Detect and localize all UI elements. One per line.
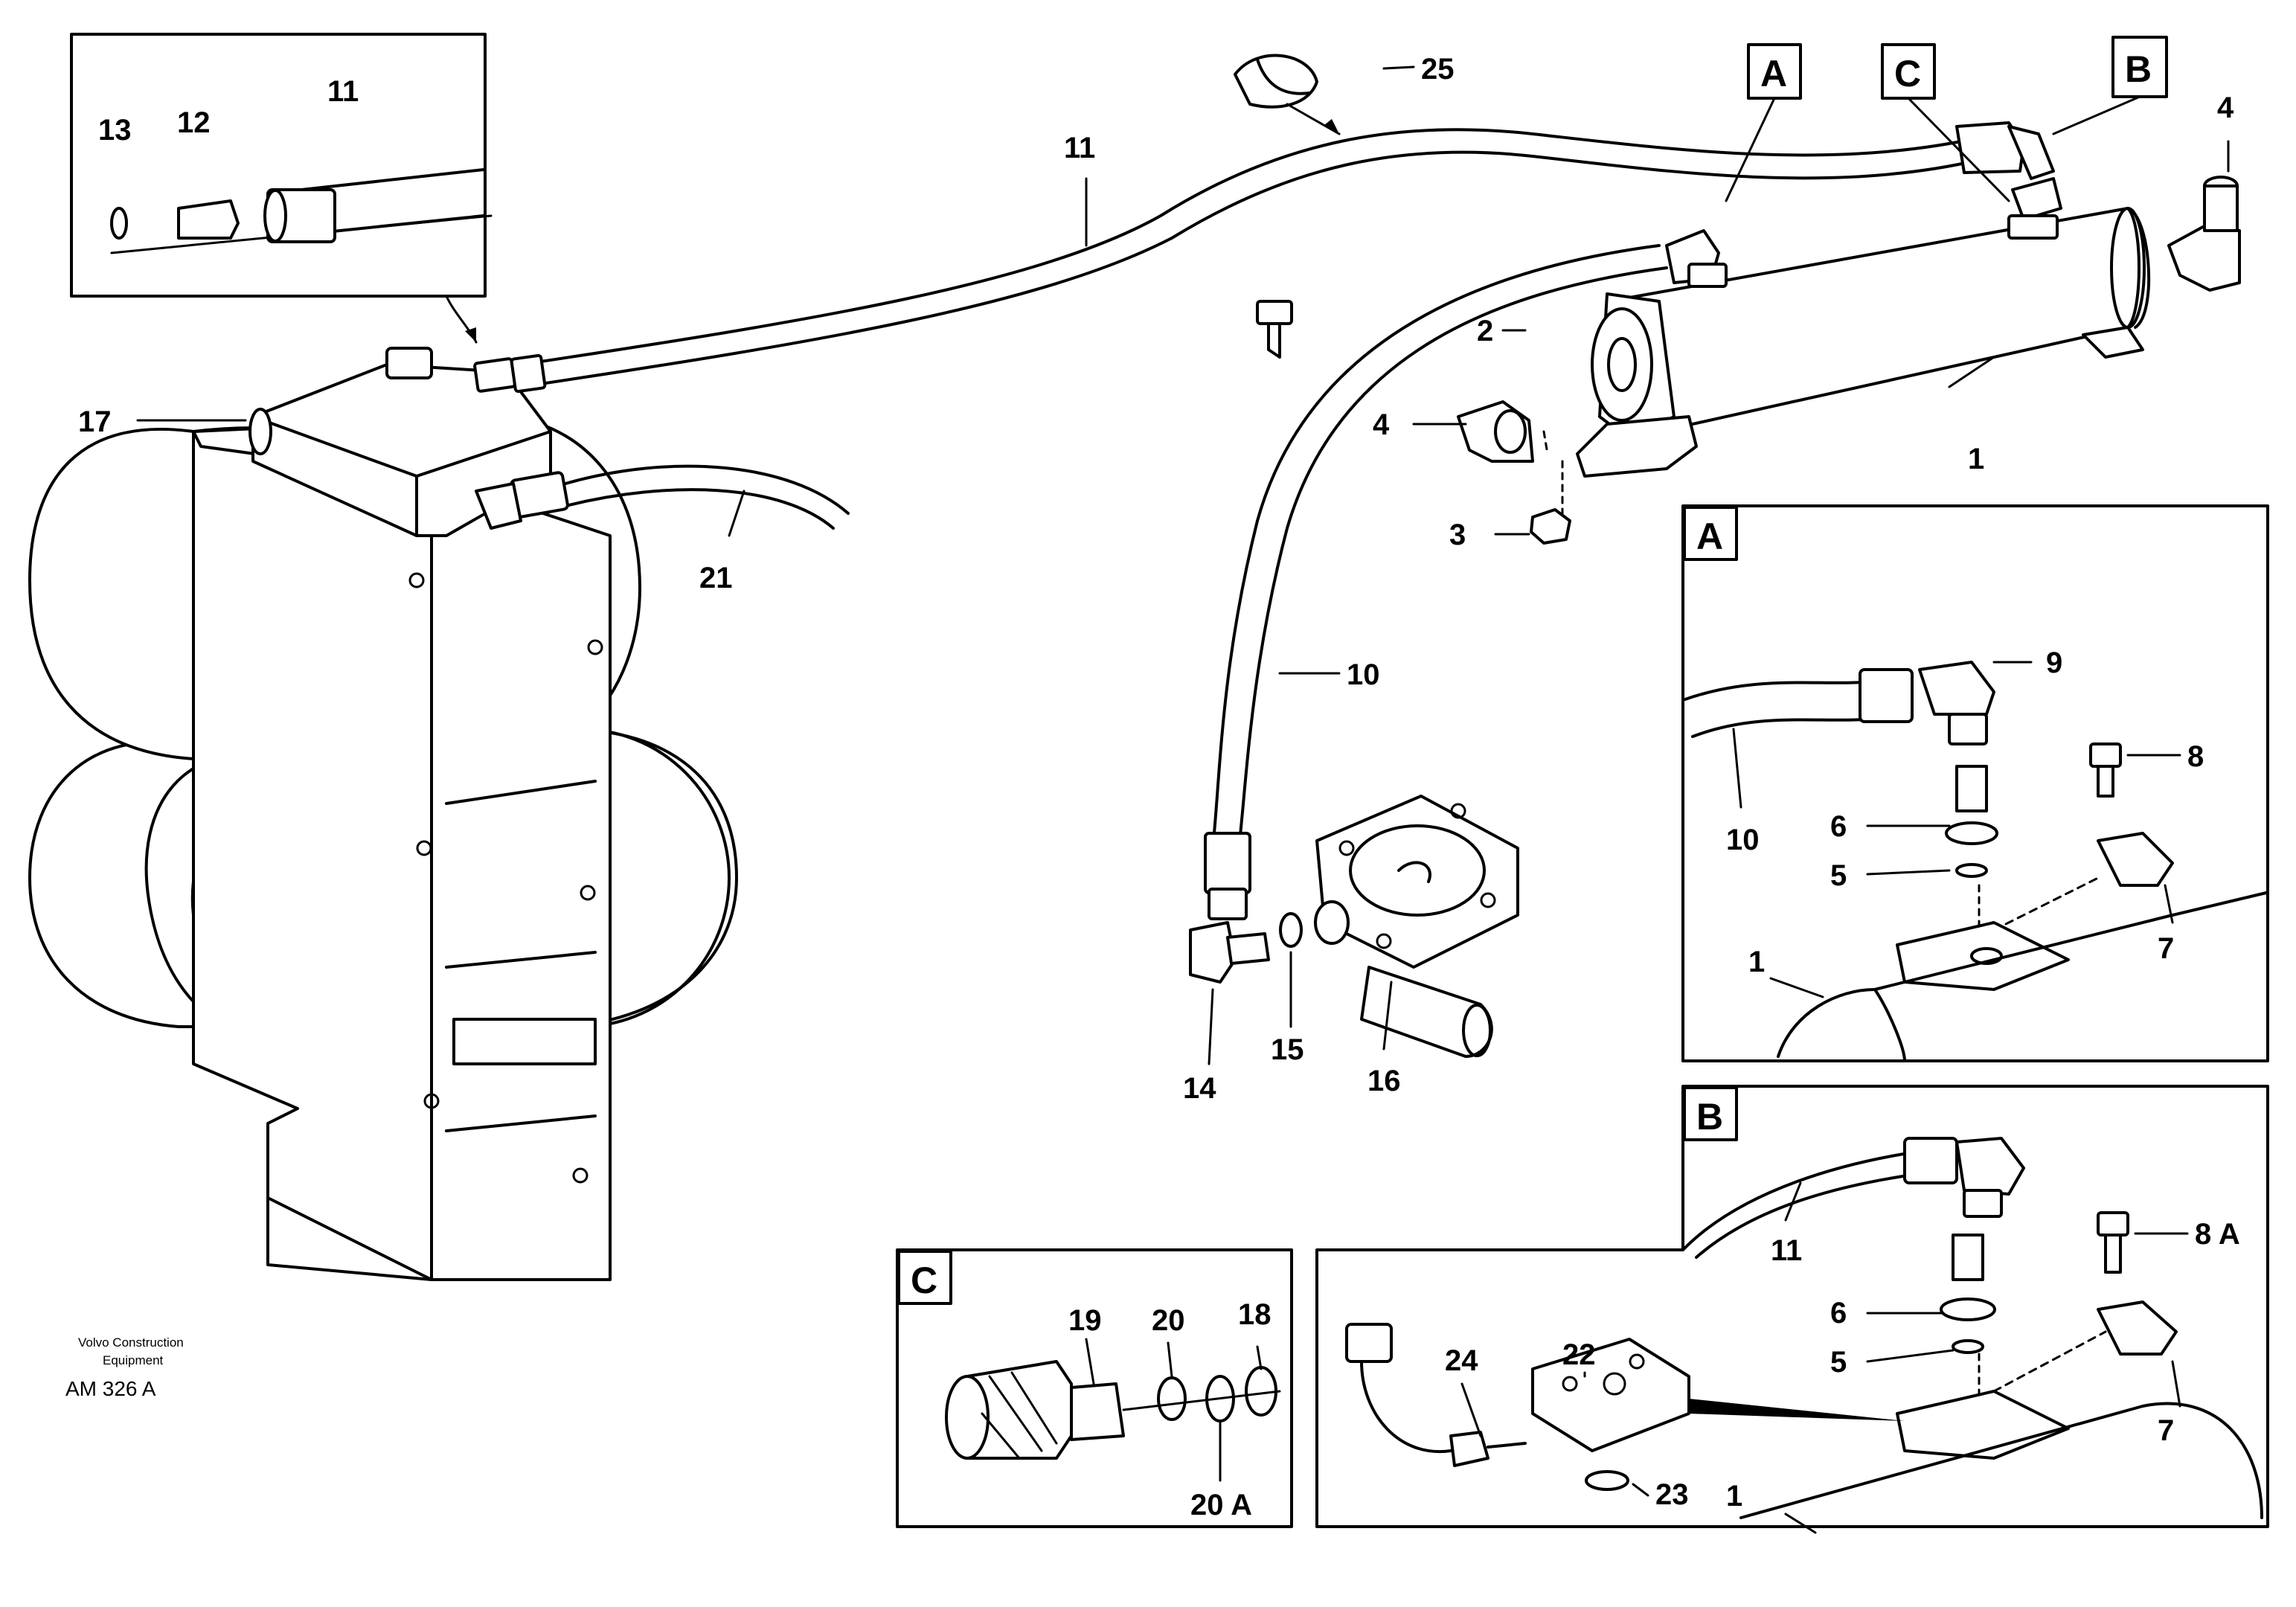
detail-b-callout-23: 23 — [1655, 1478, 1689, 1511]
detail-b-callout-7: 7 — [2158, 1414, 2174, 1447]
detail-c-box — [896, 1248, 1293, 1528]
detail-c-callout-18: 18 — [1238, 1298, 1272, 1331]
view-tag-c: C — [1894, 53, 1921, 94]
callout-3: 3 — [1449, 519, 1466, 551]
detail-b-callout-6: 6 — [1830, 1297, 1847, 1329]
detail-a-callout-7: 7 — [2158, 932, 2174, 965]
hose-10 — [1204, 244, 1668, 920]
detail-b-callout-8a: 8 A — [2195, 1218, 2240, 1251]
detail-b-callout-24: 24 — [1445, 1344, 1478, 1377]
credit-line-1: Volvo Construction — [78, 1335, 184, 1350]
view-tags — [1725, 36, 2168, 202]
detail-c-callout-20: 20 — [1152, 1304, 1185, 1337]
detail-b-letter: B — [1696, 1096, 1723, 1138]
detail-a-callout-8: 8 — [2187, 740, 2204, 773]
detail-a-letter: A — [1696, 516, 1723, 557]
hose-21 — [475, 464, 850, 530]
view-tag-b: B — [2125, 48, 2152, 90]
drawing-code: AM 326 A — [65, 1377, 156, 1400]
callout-10: 10 — [1347, 658, 1380, 691]
detail-a-callout-1: 1 — [1748, 946, 1765, 978]
detail-b-callout-22: 22 — [1562, 1338, 1596, 1371]
callout-11: 11 — [1064, 132, 1095, 164]
fitting-group-14-16 — [1189, 795, 1519, 1058]
view-tag-a: A — [1760, 53, 1787, 94]
callout-25: 25 — [1421, 53, 1455, 86]
leader-lines — [136, 65, 2230, 1534]
callout-17: 17 — [78, 405, 112, 438]
callout-4-right: 4 — [2217, 92, 2234, 124]
callout-15: 15 — [1271, 1033, 1304, 1066]
detail-a-box — [1681, 504, 2269, 1062]
callout-1: 1 — [1968, 443, 1984, 475]
callout-16: 16 — [1367, 1065, 1401, 1097]
detail-b-box — [1315, 1085, 2269, 1528]
callout-21: 21 — [699, 562, 733, 594]
detail-c-letter: C — [911, 1260, 937, 1301]
inset-callout-13: 13 — [98, 114, 132, 147]
transmission-housing — [28, 347, 738, 1281]
detail-a-callout-5: 5 — [1830, 859, 1847, 892]
detail-b-callout-11: 11 — [1771, 1234, 1802, 1267]
detail-b-callout-1: 1 — [1726, 1480, 1742, 1513]
callout-4-left: 4 — [1373, 408, 1390, 441]
detail-b-callout-5: 5 — [1830, 1346, 1847, 1379]
clamp-25 — [1234, 54, 1341, 135]
inset-callout-12: 12 — [177, 106, 211, 139]
inset-top-left — [70, 33, 493, 344]
credit-line-2: Equipment — [103, 1353, 164, 1367]
oil-cooler-1 — [1256, 176, 2241, 545]
callout-2: 2 — [1477, 315, 1493, 347]
detail-c-callout-19: 19 — [1068, 1304, 1102, 1337]
callout-14: 14 — [1183, 1072, 1216, 1105]
detail-a-callout-9: 9 — [2046, 647, 2062, 679]
detail-a-callout-6: 6 — [1830, 810, 1847, 843]
inset-callout-11: 11 — [327, 75, 359, 108]
detail-a-callout-10: 10 — [1726, 824, 1760, 856]
detail-c-callout-20a: 20 A — [1190, 1489, 1252, 1521]
